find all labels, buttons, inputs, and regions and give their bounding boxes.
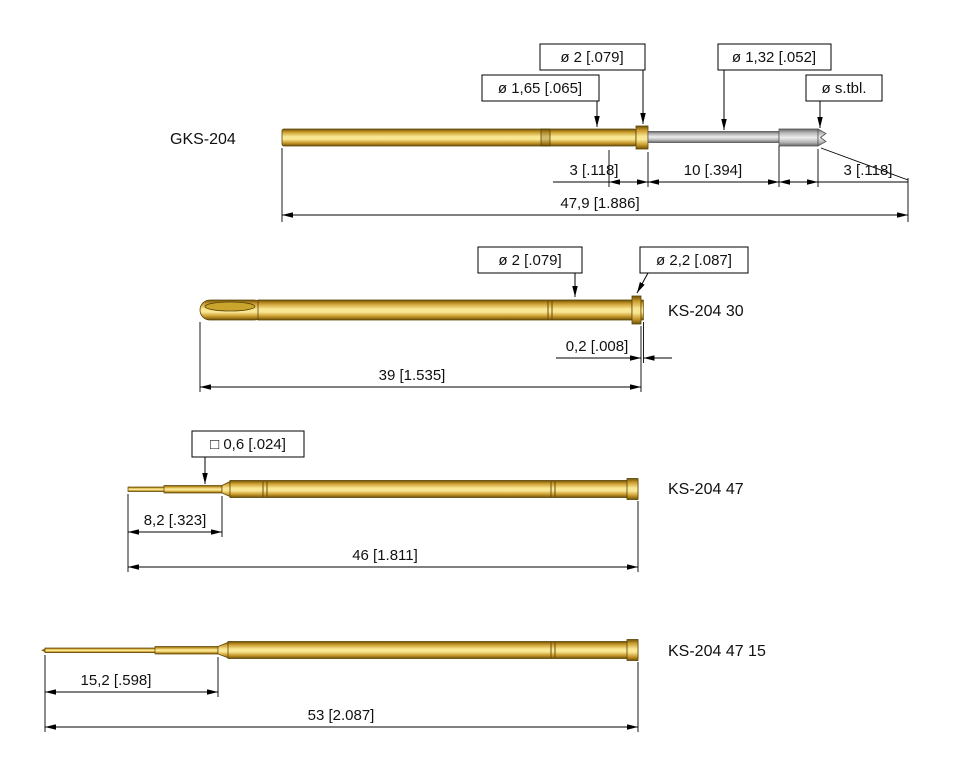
callout-box-dia22 bbox=[639, 246, 749, 274]
gks-flange bbox=[635, 125, 649, 150]
dim-3-left: 3 [.118] bbox=[570, 162, 619, 179]
ks30-slot bbox=[204, 301, 256, 312]
callout-box-dia2 bbox=[539, 43, 646, 71]
ks4715-shaft bbox=[154, 646, 219, 655]
ks4715-tip bbox=[44, 647, 158, 653]
leader-dia22 bbox=[636, 272, 649, 294]
ks47-dimensions: 8,2 [.323] 46 [1.811] bbox=[127, 494, 639, 572]
probe-label-ks-204-47: KS-204 47 bbox=[668, 481, 744, 498]
ks47-shaft bbox=[163, 485, 223, 494]
probe-label-ks-204-47-15: KS-204 47 15 bbox=[668, 643, 766, 660]
probe-ks-204-47: KS-204 47 □ 0,6 [.024] 8,2 [.323] 46 [1.… bbox=[127, 430, 744, 572]
callout-dia2-label: ø 2 [.079] bbox=[560, 49, 623, 66]
dim-82: 8,2 [.323] bbox=[144, 512, 207, 529]
callout-dia2-ks30-label: ø 2 [.079] bbox=[498, 252, 561, 269]
callout-box-dia165 bbox=[481, 74, 600, 102]
callout-box-dia132 bbox=[717, 43, 832, 71]
ks47-flange bbox=[626, 478, 639, 500]
dim-total-ks47: 46 [1.811] bbox=[352, 547, 418, 564]
dim-total-ks4715: 53 [2.087] bbox=[308, 707, 375, 724]
gks-dimensions: 3 [.118] 10 [.394] 3 [.118] 47,9 [1.886] bbox=[281, 146, 909, 222]
ks30-flange bbox=[631, 295, 642, 325]
gks-crimp-ring bbox=[540, 128, 551, 147]
ks47-callouts: □ 0,6 [.024] bbox=[191, 430, 305, 484]
extension-line-diagonal bbox=[820, 147, 909, 181]
callout-box-sq06 bbox=[191, 430, 305, 458]
gks-barrel bbox=[281, 128, 637, 147]
dim-total-ks30: 39 [1.535] bbox=[379, 367, 446, 384]
callout-dia165-label: ø 1,65 [.065] bbox=[498, 80, 582, 97]
gks-callouts: ø 2 [.079] ø 1,65 [.065] ø 1,32 [.052] ø… bbox=[481, 43, 883, 130]
dim-total-gks: 47,9 [1.886] bbox=[560, 195, 639, 212]
probe-ks-204-30: KS-204 30 ø 2 [.079] ø 2,2 [.087] 0,2 [.… bbox=[199, 246, 749, 392]
probe-gks-204: GKS-204 ø 2 [.079] ø 1,65 [.065] ø 1,32 … bbox=[170, 43, 909, 222]
ks4715-flange bbox=[626, 639, 639, 661]
probe-label-ks-204-30: KS-204 30 bbox=[668, 303, 744, 320]
probe-label-gks-204: GKS-204 bbox=[170, 131, 236, 148]
ks4715-barrel bbox=[227, 641, 639, 659]
gks-plunger bbox=[647, 131, 780, 143]
dim-02: 0,2 [.008] bbox=[566, 338, 629, 355]
gks-crown-tip bbox=[817, 128, 827, 147]
callout-box-stbl bbox=[805, 74, 883, 102]
callout-dia132-label: ø 1,32 [.052] bbox=[732, 49, 816, 66]
ks47-barrel bbox=[229, 480, 639, 498]
ks4715-dimensions: 15,2 [.598] 53 [2.087] bbox=[44, 655, 639, 732]
probe-ks-204-47-15: KS-204 47 15 15,2 [.598] 53 [2.087] bbox=[41, 639, 766, 732]
callout-sq06-label: □ 0,6 [.024] bbox=[210, 436, 286, 453]
ks30-callouts: ø 2 [.079] ø 2,2 [.087] bbox=[477, 246, 749, 297]
ks30-barrel bbox=[257, 299, 633, 321]
ks30-dimensions: 0,2 [.008] 39 [1.535] bbox=[199, 322, 672, 392]
callout-box-dia2-ks30 bbox=[477, 246, 583, 274]
gks-head bbox=[778, 128, 819, 147]
callout-stbl-label: ø s.tbl. bbox=[821, 80, 866, 97]
ks47-tip bbox=[127, 486, 167, 492]
dim-3-right: 3 [.118] bbox=[844, 162, 893, 179]
ks30-lip bbox=[640, 299, 644, 321]
dim-152: 15,2 [.598] bbox=[81, 672, 152, 689]
dim-10: 10 [.394] bbox=[684, 162, 742, 179]
callout-dia22-label: ø 2,2 [.087] bbox=[656, 252, 732, 269]
